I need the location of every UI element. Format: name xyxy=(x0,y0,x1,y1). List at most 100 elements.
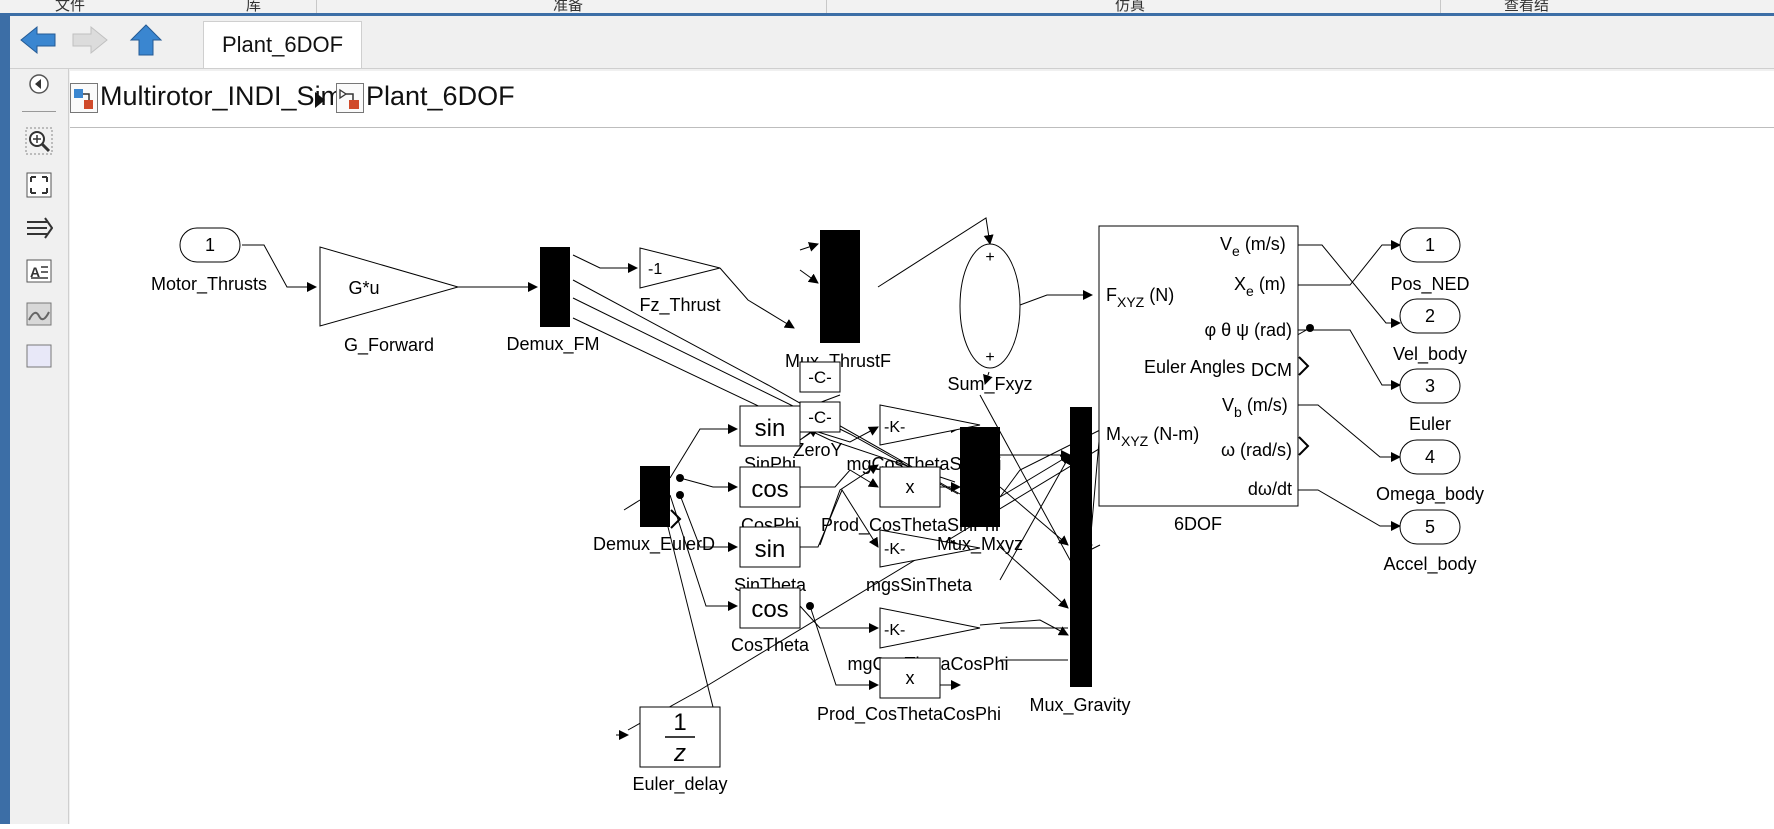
demux-euler-label: Demux_EulerD xyxy=(593,534,715,555)
breadcrumb-root[interactable]: Multirotor_INDI_Sim xyxy=(100,81,344,111)
sixdof-out-ve: Ve (m/s) xyxy=(1220,234,1286,259)
hide-browser-icon[interactable] xyxy=(24,69,54,99)
outport-3[interactable]: 3 Euler xyxy=(1399,368,1461,434)
demux-fm-label: Demux_FM xyxy=(506,334,599,355)
constant-zero-y[interactable] xyxy=(799,401,841,433)
sin-theta-func: sin xyxy=(755,536,786,563)
cos-phi-func: cos xyxy=(751,476,788,503)
inport-label: Motor_Thrusts xyxy=(151,274,267,295)
cos-phi-block[interactable] xyxy=(739,466,801,508)
euler-delay-label: Euler_delay xyxy=(632,774,727,795)
outport-label: Pos_NED xyxy=(1390,274,1469,295)
outport-number: 2 xyxy=(1425,306,1435,326)
outport-number: 1 xyxy=(1425,235,1435,255)
mux-gravity[interactable] xyxy=(1070,407,1092,687)
outport-number: 4 xyxy=(1425,447,1435,467)
menu-file[interactable]: 文件 xyxy=(55,0,86,14)
tab-plant-6dof[interactable]: Plant_6DOF xyxy=(203,21,363,68)
zoom-icon[interactable] xyxy=(24,126,54,156)
gain-label: G_Forward xyxy=(344,335,434,356)
svg-text:A: A xyxy=(30,264,40,280)
gain-value: -K- xyxy=(884,419,905,436)
sum-plus-top: + xyxy=(985,249,994,266)
branch-point xyxy=(1306,324,1314,332)
outport-2[interactable]: 2 Vel_body xyxy=(1393,298,1467,365)
outport-number: 3 xyxy=(1425,376,1435,396)
inport-motor-thrusts[interactable] xyxy=(179,227,241,263)
constant-zero-1[interactable] xyxy=(799,361,841,393)
demux-fm[interactable] xyxy=(540,247,570,327)
gain-fz-value: -1 xyxy=(648,261,662,278)
sin-theta-block[interactable] xyxy=(739,526,801,568)
outport-4[interactable]: 4 Omega_body xyxy=(1376,439,1484,505)
gain-g-forward[interactable] xyxy=(319,246,460,327)
omega-port-icon xyxy=(1298,436,1310,456)
outport-number: 5 xyxy=(1425,517,1435,537)
menu-simulation[interactable]: 仿真 xyxy=(1115,0,1146,14)
branch-point xyxy=(806,602,814,610)
constant-zero-y-label: ZeroY xyxy=(793,440,842,460)
branch-point xyxy=(676,491,684,499)
sixdof-block[interactable] xyxy=(1098,225,1299,507)
gain-fz-label: Fz_Thrust xyxy=(639,295,720,316)
image-icon[interactable] xyxy=(24,299,54,329)
cos-theta-func: cos xyxy=(751,596,788,623)
constant-value: -C- xyxy=(808,368,832,387)
sum-fxyz-label: Sum_Fxyz xyxy=(947,374,1032,395)
product-op: x xyxy=(906,477,915,497)
mux-gravity-label: Mux_Gravity xyxy=(1029,695,1130,716)
outport-label: Euler xyxy=(1409,414,1451,434)
gain-expr: G*u xyxy=(348,278,379,298)
cos-theta-label: CosTheta xyxy=(731,635,810,655)
outport-5[interactable]: 5 Accel_body xyxy=(1383,509,1477,575)
product-costhetasinphi[interactable] xyxy=(879,466,941,508)
sixdof-in-fxyz: FXYZ (N) xyxy=(1106,285,1174,310)
top-menu-strip: 文件 库 准备 仿真 查看结 xyxy=(0,0,1774,14)
gain-label: mgsSinTheta xyxy=(866,575,973,595)
product-op: x xyxy=(906,668,915,688)
cos-theta-block[interactable] xyxy=(739,587,801,629)
sixdof-out-euler: φ θ ψ (rad) xyxy=(1204,320,1292,340)
back-arrow-icon[interactable] xyxy=(18,23,58,57)
sixdof-label: 6DOF xyxy=(1174,514,1222,534)
signal-arrows-icon[interactable] xyxy=(24,213,54,243)
gain-value: -K- xyxy=(884,622,905,639)
sum-plus-bottom: + xyxy=(985,349,994,366)
outport-1[interactable]: 1 Pos_NED xyxy=(1390,227,1470,295)
gain-fz-thrust[interactable] xyxy=(639,247,721,289)
sixdof-in-mxyz: MXYZ (N-m) xyxy=(1106,424,1199,449)
breadcrumb: Multirotor_INDI_Sim Plant_6DOF xyxy=(70,71,1774,128)
constant-value: -C- xyxy=(808,408,832,427)
inport-number: 1 xyxy=(205,235,215,255)
mux-thrustf[interactable] xyxy=(820,230,860,343)
annotation-icon[interactable]: A xyxy=(24,256,54,286)
sin-phi-block[interactable] xyxy=(739,405,801,447)
fit-view-icon[interactable] xyxy=(24,170,54,200)
menu-library[interactable]: 库 xyxy=(246,0,262,14)
sixdof-dcm: DCM xyxy=(1251,360,1292,380)
product-costhetacosphi[interactable] xyxy=(879,657,941,699)
up-arrow-icon[interactable] xyxy=(126,23,166,57)
outport-label: Omega_body xyxy=(1376,484,1484,505)
sixdof-out-omega: ω (rad/s) xyxy=(1221,440,1292,460)
gain-mgcosthetacosphi[interactable] xyxy=(879,607,981,649)
menu-prepare[interactable]: 准备 xyxy=(553,0,584,14)
delay-numerator: 1 xyxy=(673,709,686,736)
mux-mxyz[interactable] xyxy=(960,427,1000,527)
gain-mgssintheta[interactable] xyxy=(879,529,981,568)
gain-mgcosthetasinphi[interactable] xyxy=(879,404,981,446)
menu-view[interactable]: 查看结 xyxy=(1504,0,1550,14)
demux-port-icon xyxy=(670,509,682,529)
outport-label: Accel_body xyxy=(1383,554,1476,575)
breadcrumb-current[interactable]: Plant_6DOF xyxy=(366,81,515,111)
simulink-diagram: 1 Motor_Thrusts G*u G_Forward Demux_FM -… xyxy=(151,217,1484,795)
sixdof-out-vb: Vb (m/s) xyxy=(1222,395,1288,420)
demux-euler[interactable] xyxy=(640,466,670,527)
mux-mxyz-label: Mux_Mxyz xyxy=(937,534,1023,555)
forward-arrow-icon[interactable] xyxy=(70,23,110,57)
nav-toolbar: Plant_6DOF xyxy=(10,16,1774,69)
diagram-canvas[interactable]: 1 Motor_Thrusts G*u G_Forward Demux_FM -… xyxy=(70,128,1774,824)
breadcrumb-separator-icon xyxy=(315,92,325,108)
sum-fxyz[interactable] xyxy=(959,243,1021,369)
area-icon[interactable] xyxy=(24,341,54,371)
